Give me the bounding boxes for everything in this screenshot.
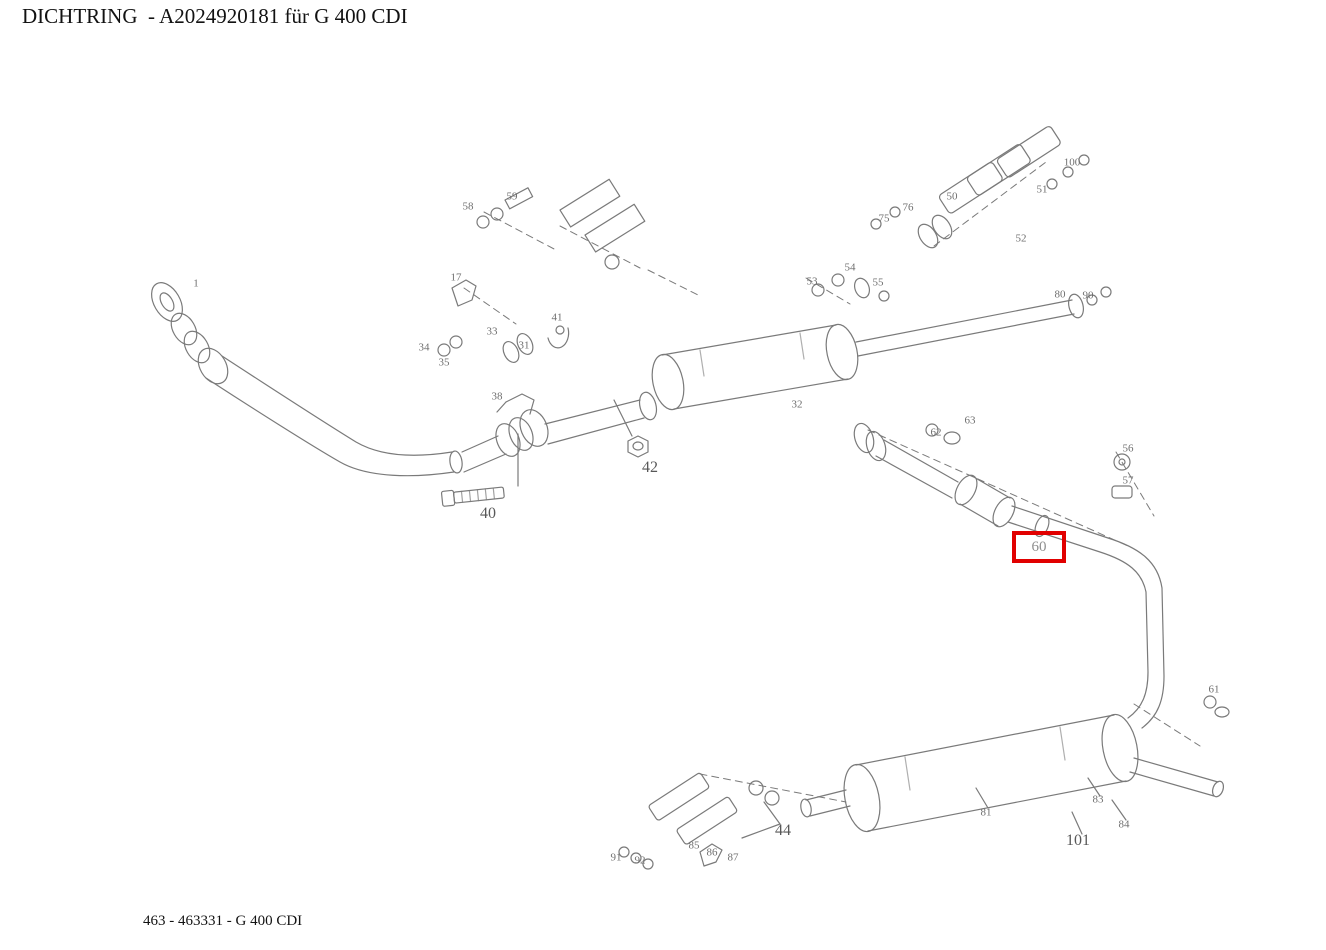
- part-label-40[interactable]: 40: [480, 505, 496, 522]
- part-label-17[interactable]: 17: [450, 271, 462, 284]
- part-label-55[interactable]: 55: [872, 276, 884, 289]
- part-label-90[interactable]: 90: [1082, 289, 1094, 302]
- part-label-59[interactable]: 59: [506, 190, 518, 203]
- part-label-87[interactable]: 87: [727, 851, 739, 864]
- part-label-53[interactable]: 53: [806, 275, 818, 288]
- flex-joint-clamp: [437, 333, 549, 457]
- part-label-56[interactable]: 56: [1122, 442, 1134, 455]
- center-resonator-pipe: [853, 422, 1230, 729]
- part-label-83[interactable]: 83: [1092, 793, 1104, 806]
- part-label-38[interactable]: 38: [491, 390, 503, 403]
- part-label-31[interactable]: 31: [518, 339, 530, 352]
- hardware-cluster-top-left: [451, 178, 646, 349]
- bolt-40: [440, 433, 519, 507]
- part-label-101[interactable]: 101: [1066, 832, 1090, 849]
- gasket-cluster-top-right: [811, 126, 1112, 306]
- part-label-57[interactable]: 57: [1122, 474, 1134, 487]
- part-label-61[interactable]: 61: [1208, 683, 1220, 696]
- assembly-axis-lines: [463, 161, 1201, 803]
- part-label-42[interactable]: 42: [642, 459, 658, 476]
- part-label-44[interactable]: 44: [775, 822, 791, 839]
- rear-muffler: [800, 713, 1225, 835]
- part-label-54[interactable]: 54: [844, 261, 856, 274]
- part-label-32[interactable]: 32: [791, 398, 803, 411]
- part-label-58[interactable]: 58: [462, 200, 474, 213]
- part-label-33[interactable]: 33: [486, 325, 498, 338]
- part-label-85[interactable]: 85: [688, 839, 700, 852]
- part-label-80[interactable]: 80: [1054, 288, 1066, 301]
- highlighted-part-label: 60: [1031, 538, 1047, 555]
- part-label-51[interactable]: 51: [1036, 183, 1048, 196]
- part-label-76[interactable]: 76: [902, 201, 914, 214]
- part-label-100[interactable]: 100: [1063, 156, 1081, 169]
- part-label-50[interactable]: 50: [946, 190, 958, 203]
- mount-bracket-cluster: [618, 772, 781, 870]
- part-label-84[interactable]: 84: [1118, 818, 1130, 831]
- page-title: DICHTRING - A2024920181 für G 400 CDI: [22, 4, 408, 28]
- part-label-62[interactable]: 62: [930, 426, 942, 439]
- part-label-52[interactable]: 52: [1015, 232, 1027, 245]
- part-label-63[interactable]: 63: [964, 414, 976, 427]
- part-label-1[interactable]: 1: [193, 277, 199, 290]
- part-label-86[interactable]: 86: [706, 846, 718, 859]
- nut-42: [613, 399, 649, 458]
- part-label-75[interactable]: 75: [878, 212, 890, 225]
- part-label-92[interactable]: 92: [634, 854, 646, 867]
- part-label-41[interactable]: 41: [551, 311, 563, 324]
- catalog-group-footer: 463 - 463331 - G 400 CDI: [143, 913, 303, 929]
- part-label-91[interactable]: 91: [610, 851, 622, 864]
- highlighted-part-60-box[interactable]: 60: [1012, 531, 1066, 563]
- part-label-34[interactable]: 34: [418, 341, 430, 354]
- front-pipe: [151, 282, 507, 477]
- part-label-35[interactable]: 35: [438, 356, 450, 369]
- part-label-81[interactable]: 81: [980, 806, 992, 819]
- center-pipe-catalyst: [544, 293, 1084, 445]
